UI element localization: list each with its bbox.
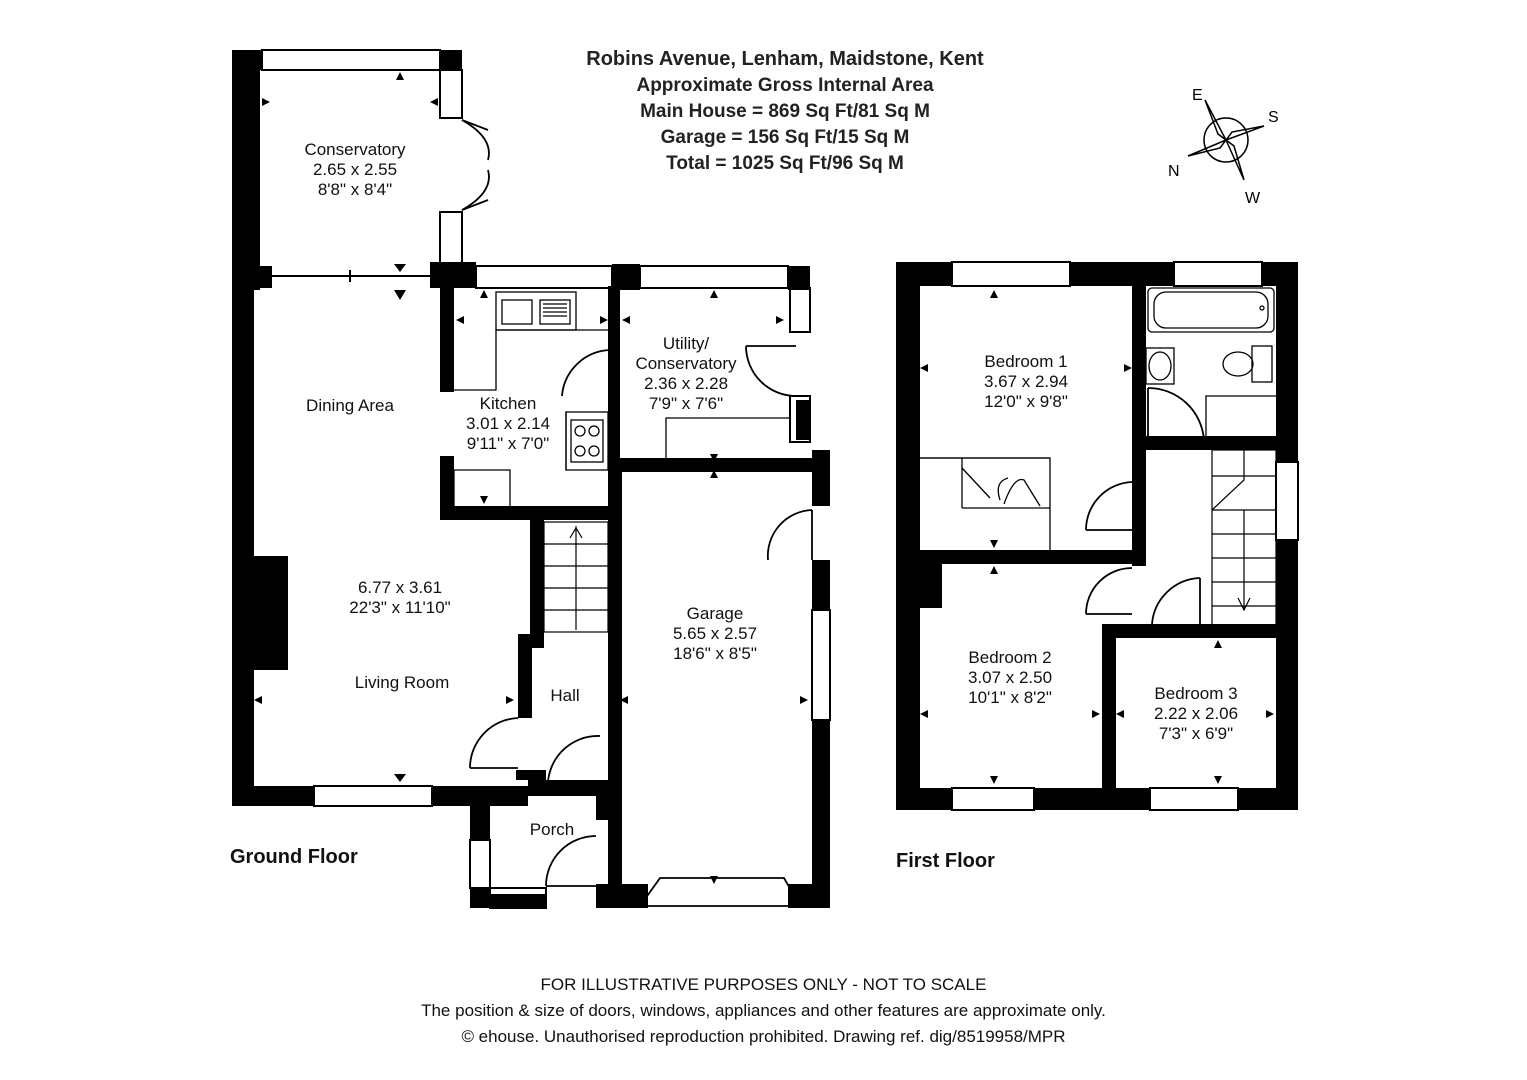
room-imperial: 18'6" x 8'5" xyxy=(673,644,757,663)
header-address: Robins Avenue, Lenham, Maidstone, Kent xyxy=(586,48,984,70)
first-floor-windows xyxy=(951,261,1299,811)
room-metric: 5.65 x 2.57 xyxy=(672,624,758,643)
header-garage-area: Garage = 156 Sq Ft/15 Sq M xyxy=(660,127,910,148)
room-metric: 2.36 x 2.28 xyxy=(643,374,729,393)
ground-floor-stairs xyxy=(543,521,609,633)
header-total-area: Total = 1025 Sq Ft/96 Sq M xyxy=(666,153,904,174)
room-metric: 2.65 x 2.55 xyxy=(312,160,398,179)
room-metric: 2.22 x 2.06 xyxy=(1153,704,1239,723)
room-porch: Porch xyxy=(512,820,592,840)
kitchen-fittings xyxy=(453,291,790,506)
room-name: Bedroom 3 xyxy=(1154,684,1238,703)
room-bedroom-3: Bedroom 3 2.22 x 2.06 7'3" x 6'9" xyxy=(1128,684,1264,744)
room-bedroom-2: Bedroom 2 3.07 x 2.50 10'1" x 8'2" xyxy=(940,648,1080,708)
ground-floor-windows xyxy=(261,49,831,909)
compass-n-label: N xyxy=(1168,163,1180,180)
room-imperial: 7'3" x 6'9" xyxy=(1158,724,1234,743)
room-imperial: 9'11" x 7'0" xyxy=(466,434,550,453)
room-metric: 3.07 x 2.50 xyxy=(967,668,1053,687)
dimension-arrows xyxy=(254,72,1274,884)
compass-s-label: S xyxy=(1268,109,1279,126)
room-imperial: 10'1" x 8'2" xyxy=(968,688,1052,707)
header-subtitle: Approximate Gross Internal Area xyxy=(636,75,934,96)
room-imperial: 7'9" x 7'6" xyxy=(648,394,724,413)
room-name: Hall xyxy=(550,686,580,705)
first-floor-doors xyxy=(1085,387,1205,625)
room-name: Bedroom 1 xyxy=(984,352,1068,371)
room-name: Porch xyxy=(529,820,575,839)
ground-floor-walls xyxy=(232,50,830,908)
compass-icon xyxy=(1187,99,1265,181)
first-floor-label: First Floor xyxy=(896,850,995,872)
room-utility: Utility/ Conservatory 2.36 x 2.28 7'9" x… xyxy=(620,334,752,414)
ground-floor-doors xyxy=(461,119,813,907)
room-conservatory: Conservatory 2.65 x 2.55 8'8" x 8'4" xyxy=(280,140,430,200)
ground-floor-label: Ground Floor xyxy=(230,846,358,868)
first-floor-stairs xyxy=(1211,449,1277,627)
room-name: Bedroom 2 xyxy=(968,648,1052,667)
room-dining-area: Dining Area xyxy=(280,396,420,416)
room-hall: Hall xyxy=(535,686,595,706)
room-living-name: Living Room xyxy=(322,673,482,693)
room-living-size: 6.77 x 3.61 22'3" x 11'10" xyxy=(320,578,480,618)
first-floor-fittings xyxy=(920,287,1276,550)
room-imperial: 22'3" x 11'10" xyxy=(349,598,451,617)
room-metric: 3.67 x 2.94 xyxy=(983,372,1069,391)
room-kitchen: Kitchen 3.01 x 2.14 9'11" x 7'0" xyxy=(448,394,568,454)
room-name: Dining Area xyxy=(306,396,394,415)
first-floor-walls xyxy=(896,262,1298,810)
room-name: Garage xyxy=(686,604,744,623)
room-imperial: 12'0" x 9'8" xyxy=(984,392,1068,411)
compass-w-label: W xyxy=(1245,190,1261,207)
room-bedroom-1: Bedroom 1 3.67 x 2.94 12'0" x 9'8" xyxy=(956,352,1096,412)
compass-e-label: E xyxy=(1192,87,1203,104)
footer-copyright: © ehouse. Unauthorised reproduction proh… xyxy=(461,1027,1066,1046)
room-garage: Garage 5.65 x 2.57 18'6" x 8'5" xyxy=(650,604,780,664)
header-main-house-area: Main House = 869 Sq Ft/81 Sq M xyxy=(640,101,930,122)
room-name: Living Room xyxy=(354,673,450,692)
room-imperial: 8'8" x 8'4" xyxy=(317,180,393,199)
room-name: Conservatory xyxy=(304,140,406,159)
room-name-line1: Utility/ xyxy=(662,334,710,353)
footer-note: The position & size of doors, windows, a… xyxy=(421,1001,1106,1020)
footer-disclaimer: FOR ILLUSTRATIVE PURPOSES ONLY - NOT TO … xyxy=(540,975,987,994)
room-metric: 3.01 x 2.14 xyxy=(465,414,551,433)
room-metric: 6.77 x 3.61 xyxy=(357,578,443,597)
room-name: Kitchen xyxy=(479,394,537,413)
room-name-line2: Conservatory xyxy=(635,354,737,373)
